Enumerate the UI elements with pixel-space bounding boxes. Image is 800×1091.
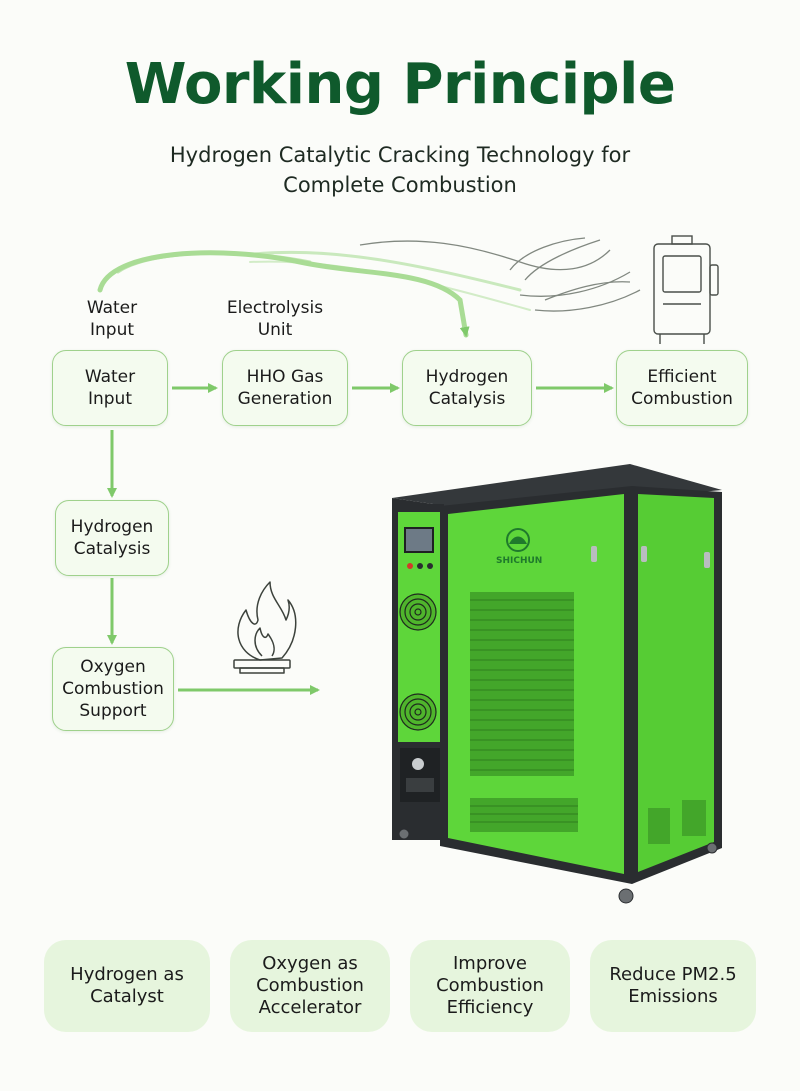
flow-box-hydrogen-catalysis: Hydrogen Catalysis xyxy=(402,350,532,426)
flame-burner-icon xyxy=(233,581,297,674)
label-water-input: Water Input xyxy=(86,298,138,340)
page-subtitle: Hydrogen Catalytic Cracking Technology f… xyxy=(169,143,631,197)
fan-grille-bottom xyxy=(399,693,437,731)
flow-box-oxygen-combustion-support: Oxygen Combustion Support xyxy=(52,647,174,731)
benefit-improve-combustion-efficiency: Improve Combustion Efficiency xyxy=(410,940,570,1032)
device-outline-icon xyxy=(653,235,719,344)
flow-box-hydrogen-catalysis-2: Hydrogen Catalysis xyxy=(55,500,169,576)
flow-swirl-icon xyxy=(359,237,641,312)
touch-screen xyxy=(404,527,434,553)
flow-box-hho-gas-generation: HHO Gas Generation xyxy=(222,350,348,426)
flow-box-efficient-combustion: Efficient Combustion xyxy=(616,350,748,426)
brand-name: SHICHUN xyxy=(496,556,543,566)
benefit-reduce-pm25-emissions: Reduce PM2.5 Emissions xyxy=(590,940,756,1032)
caster-wheels xyxy=(398,828,718,904)
page-title: Working Principle xyxy=(124,52,676,117)
label-electrolysis-unit: Electrolysis Unit xyxy=(226,298,324,340)
front-vent-mesh xyxy=(470,592,578,832)
brand-logo xyxy=(506,528,530,552)
benefit-oxygen-as-combustion-accelerator: Oxygen as Combustion Accelerator xyxy=(230,940,390,1032)
flow-swirl-lines xyxy=(97,250,531,338)
benefit-hydrogen-as-catalyst: Hydrogen as Catalyst xyxy=(44,940,210,1032)
fan-grille-top xyxy=(399,593,437,631)
flow-box-water-input: Water Input xyxy=(52,350,168,426)
